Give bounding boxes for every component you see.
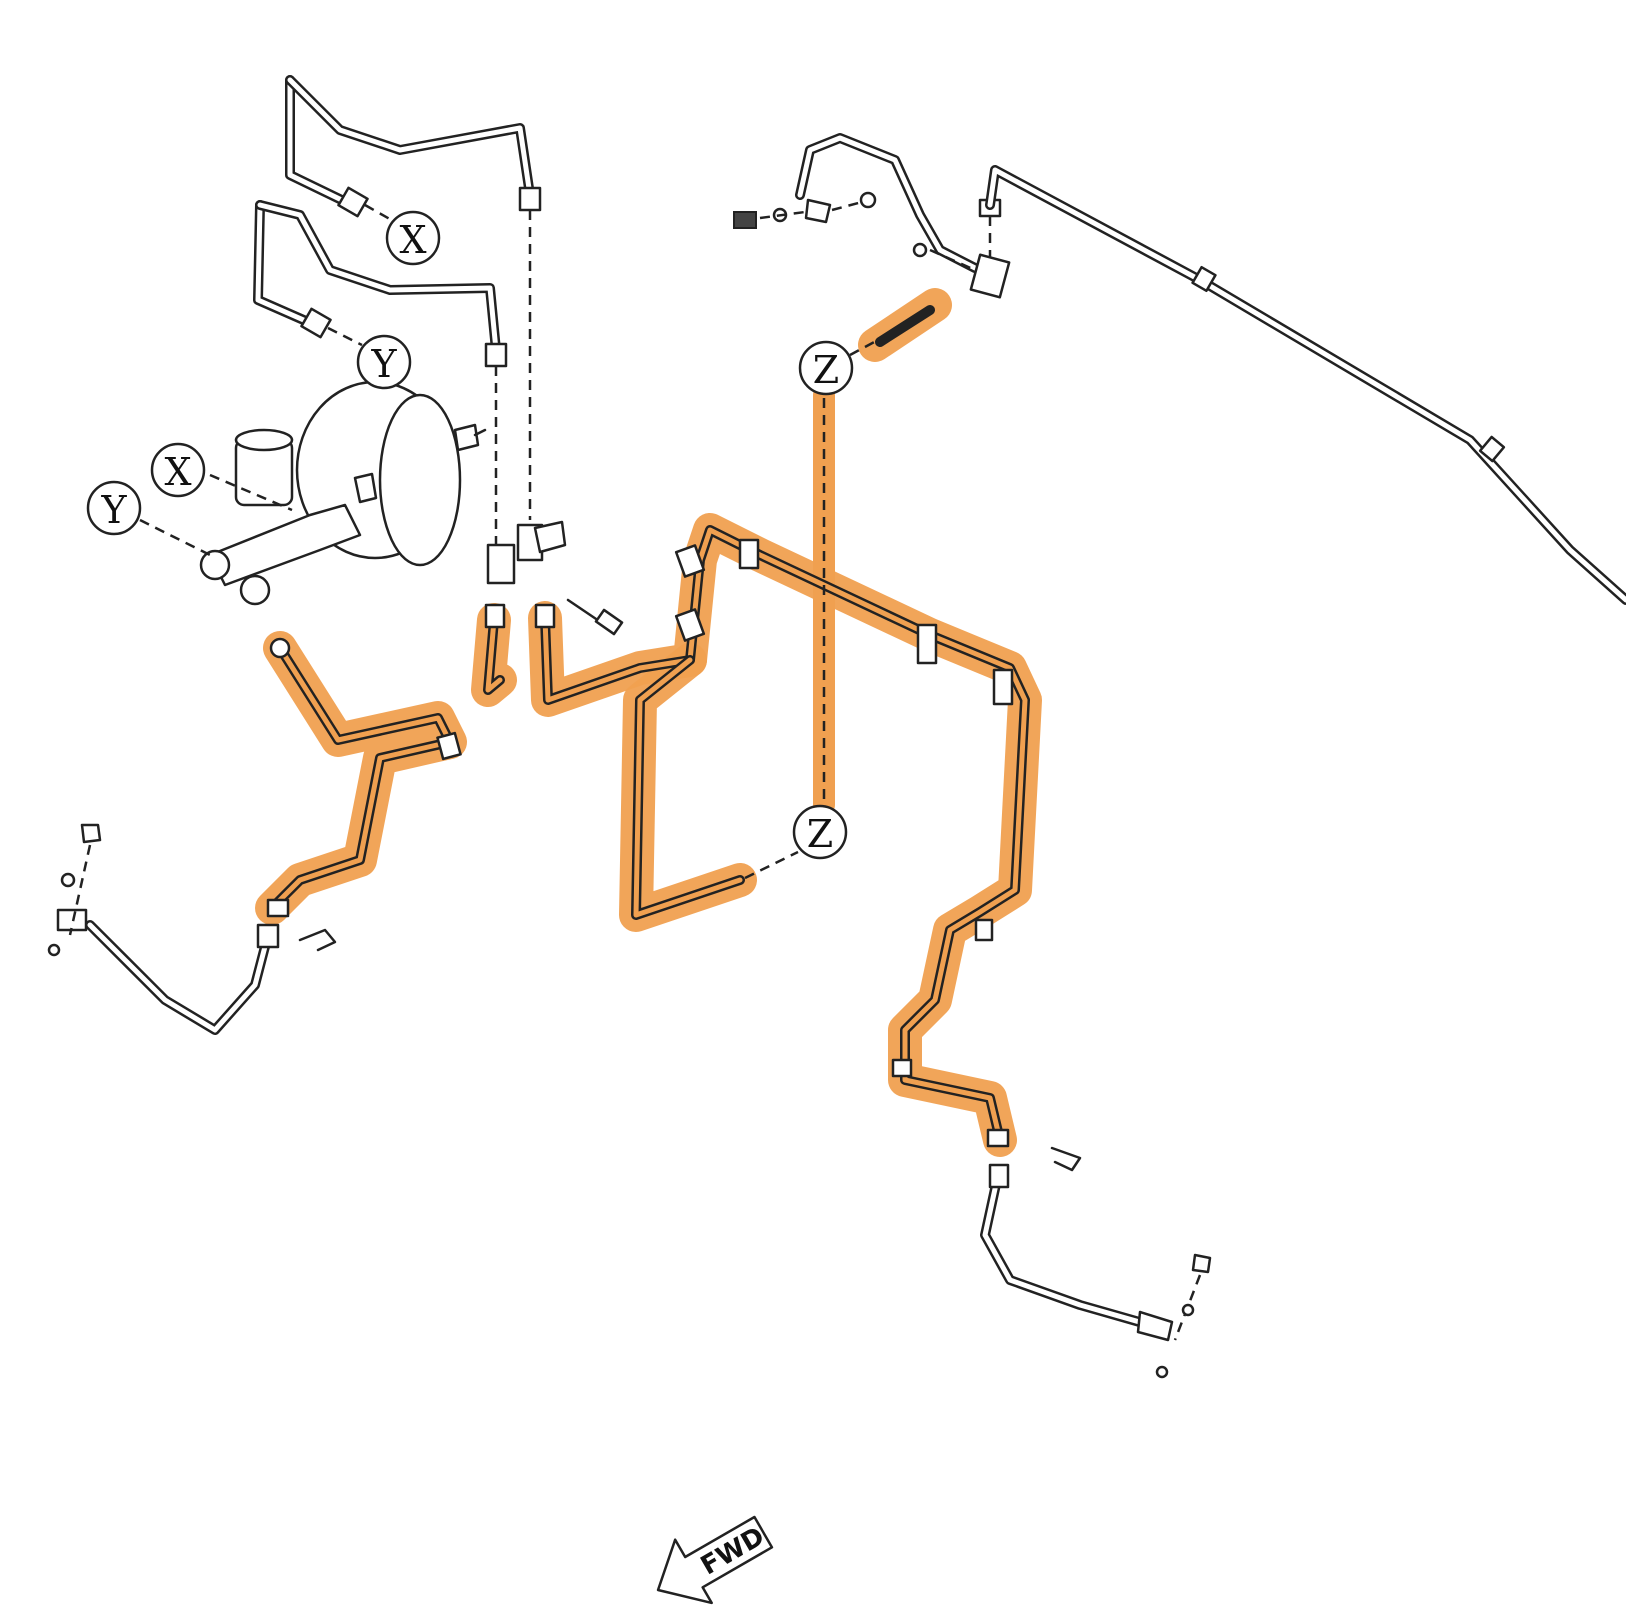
- left-front-hose: [47, 823, 337, 1035]
- pipe-clips: [266, 538, 1014, 1148]
- callout-z-lower: Z: [792, 804, 848, 860]
- forward-arrow: FWD: [656, 1515, 774, 1605]
- callout-y-lower: Y: [86, 480, 142, 536]
- callout-y-upper: Y: [356, 334, 412, 390]
- highlighted-pipes: [267, 305, 1030, 1145]
- z-connector: [744, 338, 879, 880]
- callout-x-upper-label: X: [399, 218, 426, 262]
- callout-z-lower-label: Z: [807, 812, 833, 856]
- master-cylinder-booster: [139, 380, 487, 606]
- upper-right-lines: [733, 133, 1626, 605]
- callout-x-lower-label: X: [164, 450, 191, 494]
- callout-y-upper-label: Y: [370, 342, 397, 386]
- callouts: X Y X Y Z Z: [86, 210, 854, 860]
- callout-z-upper-label: Z: [813, 348, 839, 392]
- callout-x-lower: X: [150, 442, 206, 498]
- callout-y-lower-label: Y: [100, 488, 127, 532]
- distributor-block: [484, 520, 624, 636]
- upper-left-lines: [253, 75, 542, 545]
- callout-z-upper: Z: [798, 340, 854, 396]
- center-drop-line-highlight: [619, 643, 757, 932]
- callout-x-upper: X: [385, 210, 441, 266]
- right-rear-hose: [980, 1146, 1212, 1379]
